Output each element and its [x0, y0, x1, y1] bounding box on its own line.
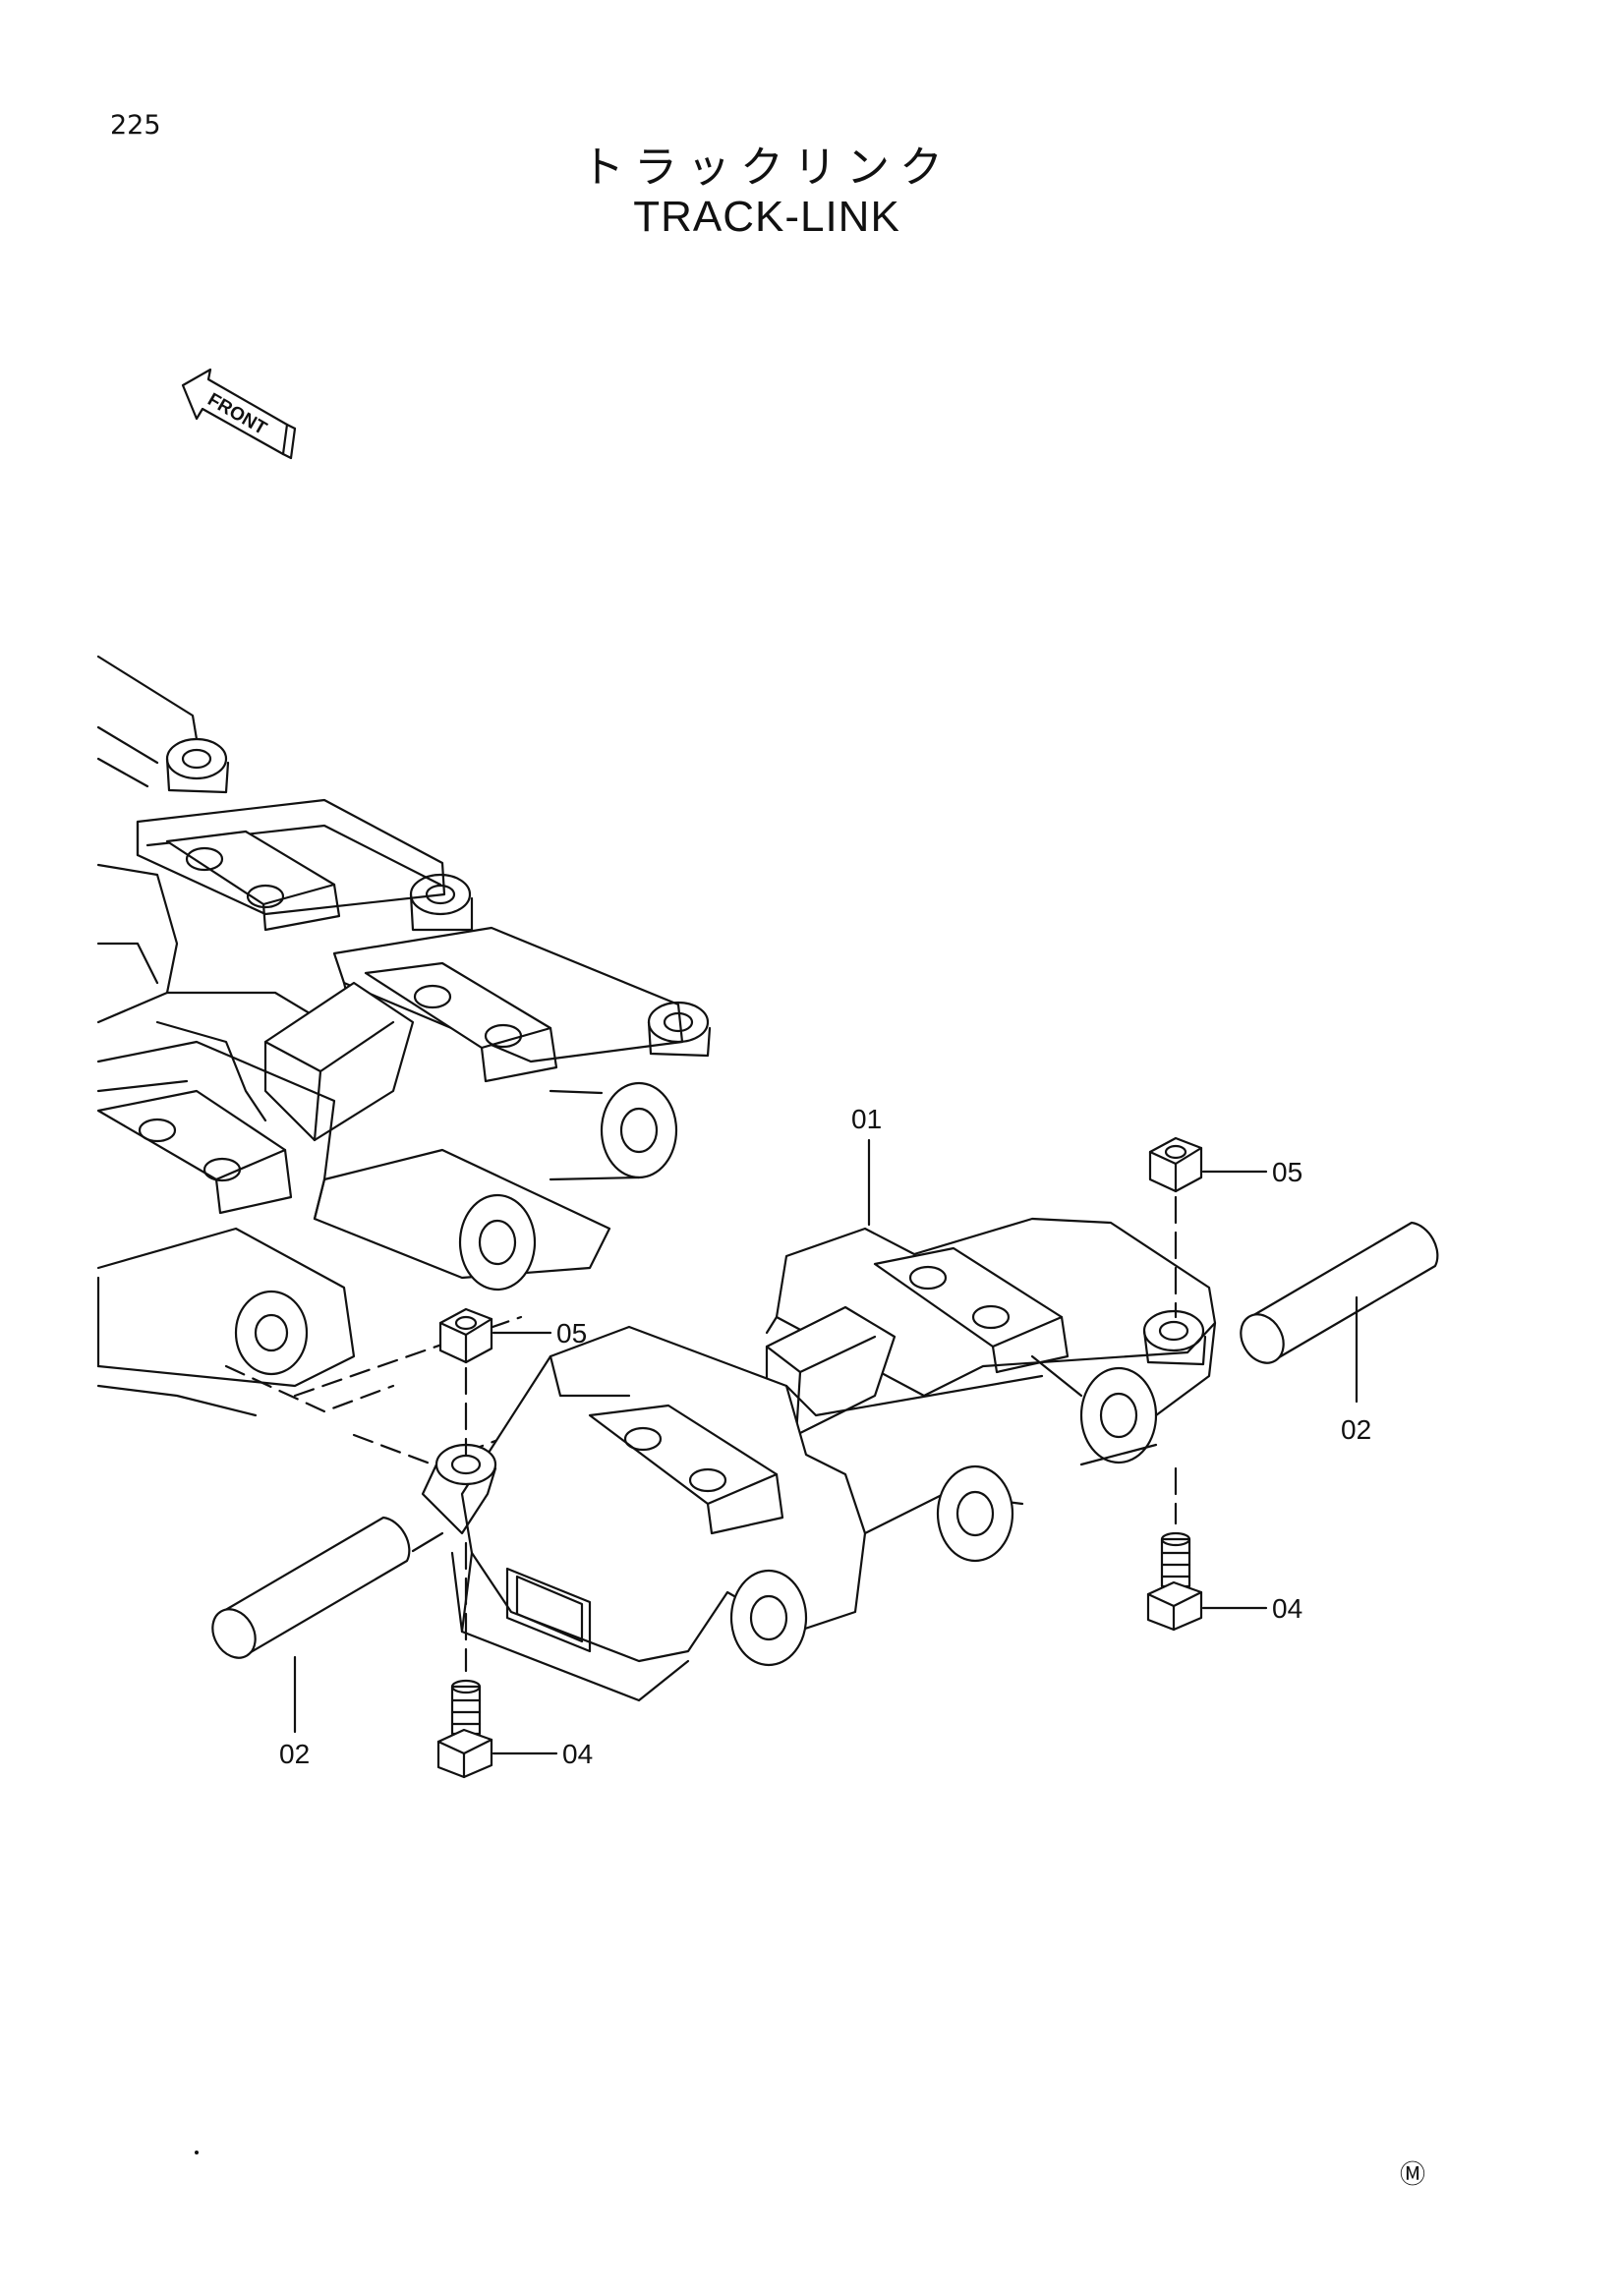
callout-02-left: 02	[279, 1739, 310, 1769]
title-english: TRACK-LINK	[633, 193, 900, 241]
nut-05-top	[1148, 1136, 1268, 1319]
track-link-assembly	[421, 1217, 1217, 1702]
pin-02-left	[211, 1516, 444, 1734]
bolt-04-left	[436, 1541, 558, 1779]
m-mark-icon: Ⓜ	[1400, 2160, 1426, 2190]
callout-05-top: 05	[1272, 1157, 1302, 1187]
track-chain-background	[96, 655, 712, 1466]
front-arrow-icon: FRONT	[181, 368, 297, 460]
pin-02-right	[1240, 1221, 1439, 1404]
callout-05-mid: 05	[556, 1318, 587, 1349]
title-japanese: トラックリンク	[581, 143, 953, 193]
bolt-04-right	[1146, 1466, 1268, 1632]
callout-04-left: 04	[562, 1739, 593, 1769]
callout-02-right: 02	[1341, 1414, 1371, 1445]
page-number: 225	[110, 110, 161, 141]
callout-01: 01	[851, 1104, 882, 1134]
nut-05-mid	[438, 1307, 552, 1457]
callout-04-right: 04	[1272, 1593, 1302, 1624]
